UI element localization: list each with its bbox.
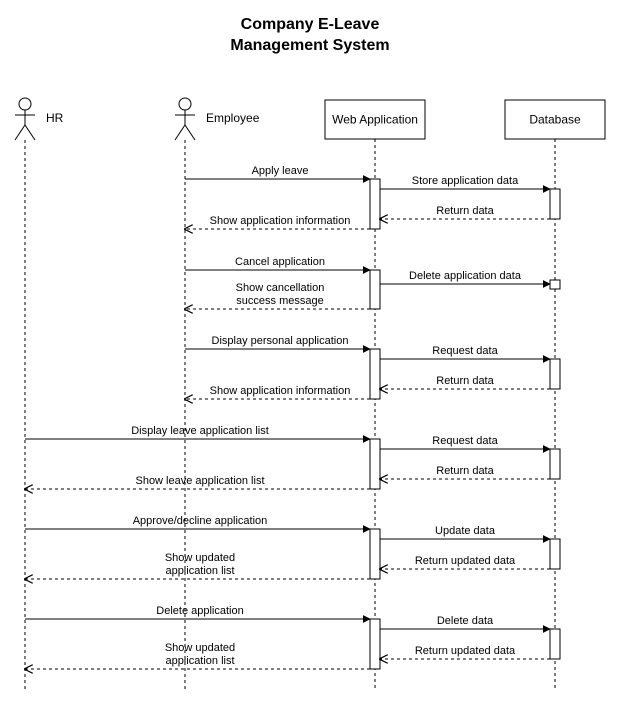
hr-actor-icon <box>14 97 36 141</box>
message-label-3: Show application information <box>210 215 351 227</box>
message-label-11: Display leave application list <box>131 425 269 437</box>
activation-database-2 <box>549 358 561 390</box>
message-label-0: Apply leave <box>252 165 309 177</box>
message-label-17: Return updated data <box>415 555 516 567</box>
activation-database-3 <box>549 448 561 480</box>
message-label-13: Return data <box>436 465 494 477</box>
message-label-1: Store application data <box>412 175 519 187</box>
message-label-14: Show leave application list <box>135 475 264 487</box>
message-label-21: Return updated data <box>415 645 516 657</box>
participant-label-employee: Employee <box>206 111 260 125</box>
activation-webapp-5 <box>369 618 381 670</box>
employee-actor-icon <box>174 97 196 141</box>
activation-database-5 <box>549 628 561 660</box>
participant-box-database <box>504 99 606 140</box>
participants: HR Employee Web Application Database <box>14 97 606 141</box>
message-label-8: Request data <box>432 345 498 357</box>
activation-webapp-3 <box>369 438 381 490</box>
activation-webapp-1 <box>369 269 381 310</box>
activation-database-0 <box>549 188 561 220</box>
message-label-4: Cancel application <box>235 256 325 268</box>
participant-box-webapp <box>324 99 426 140</box>
message-label-2: Return data <box>436 205 494 217</box>
activation-database-4 <box>549 538 561 570</box>
diagram-title-line2: Management System <box>230 37 389 54</box>
message-label-20: Delete data <box>437 615 494 627</box>
activation-webapp-4 <box>369 528 381 580</box>
activation-webapp-0 <box>369 178 381 230</box>
message-label-5: Delete application data <box>409 270 522 282</box>
message-label-12: Request data <box>432 435 498 447</box>
message-label-7: Display personal application <box>212 335 349 347</box>
activation-bars <box>369 178 561 670</box>
activation-database-1 <box>549 279 561 290</box>
message-label-15: Approve/decline application <box>133 515 268 527</box>
message-label-19: Delete application <box>156 605 243 617</box>
activation-webapp-2 <box>369 348 381 400</box>
message-label-9: Return data <box>436 375 494 387</box>
participant-label-hr: HR <box>46 111 64 125</box>
diagram-title-line1: Company E-Leave <box>241 16 380 33</box>
message-label-16: Update data <box>435 525 496 537</box>
participant-label-database: Database <box>529 113 581 127</box>
participant-label-webapp: Web Application <box>332 113 418 127</box>
message-label-10: Show application information <box>210 385 351 397</box>
